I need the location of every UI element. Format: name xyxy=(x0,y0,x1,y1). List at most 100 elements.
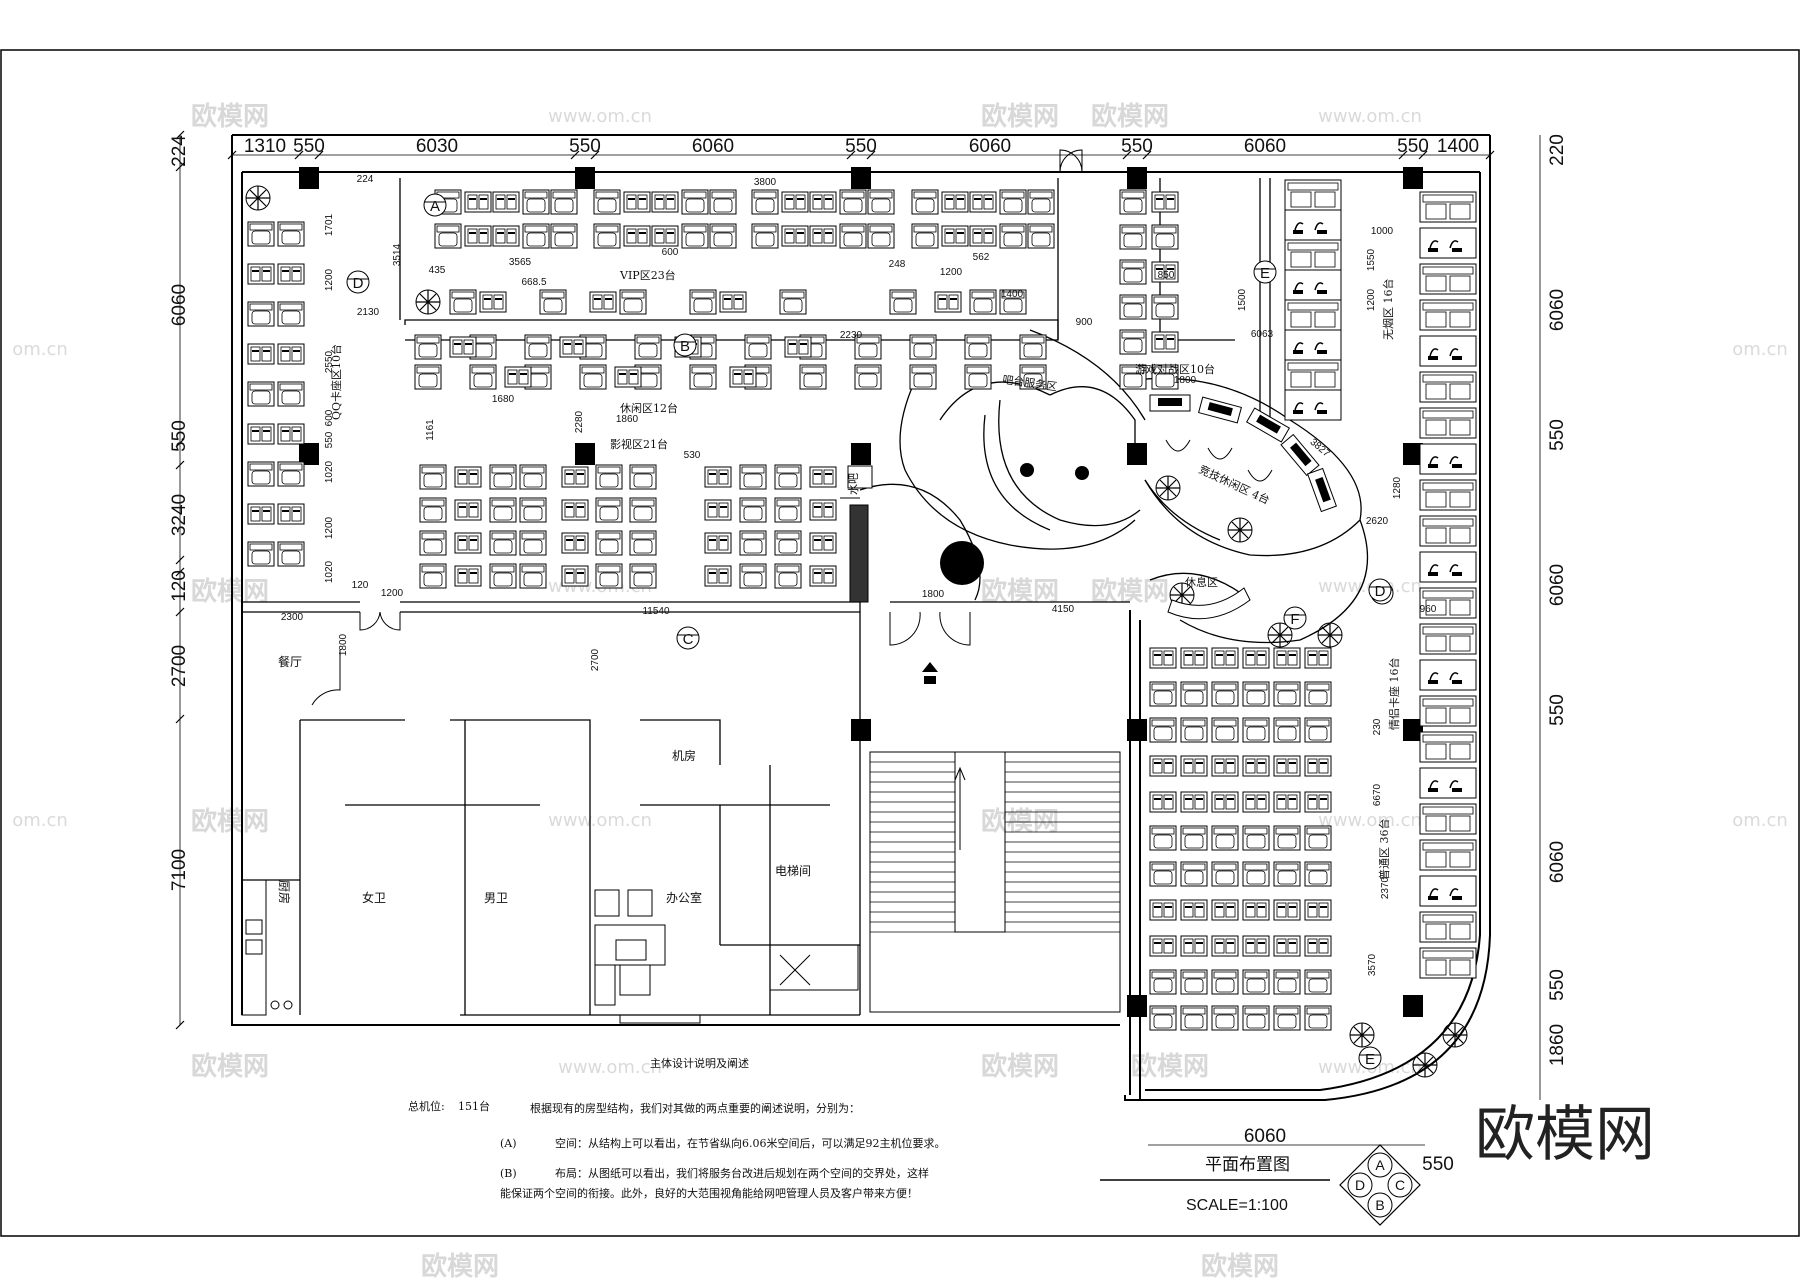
vip-desk xyxy=(969,191,997,213)
leisure-chair xyxy=(524,334,552,360)
left-dimension: 550 xyxy=(169,420,190,452)
doors xyxy=(311,149,1083,706)
normal-chair xyxy=(1211,717,1239,743)
notes-intro: 根据现有的房型结构，我们对其做的两点重要的阐述说明，分别为： xyxy=(530,1101,860,1115)
left-dimension: 224 xyxy=(169,135,190,167)
qq-chair xyxy=(247,541,275,567)
normal-chair xyxy=(1149,861,1177,887)
right-dimension: 550 xyxy=(1547,969,1568,1001)
vip-chair xyxy=(867,223,895,249)
dim-tick xyxy=(1418,150,1428,160)
couple-seat xyxy=(1419,515,1477,547)
couple-seat xyxy=(1419,407,1477,439)
plant-icon xyxy=(1227,517,1253,543)
film-chair xyxy=(489,497,517,523)
normal-chair xyxy=(1149,825,1177,851)
zone-label-vip: VIP区23台 xyxy=(619,268,676,282)
leisure-chair xyxy=(579,364,607,390)
leisure-desk xyxy=(729,366,757,388)
film-desk xyxy=(454,532,482,554)
structural-columns xyxy=(299,167,1423,1017)
vip-chair xyxy=(689,289,717,315)
dim-tick xyxy=(175,438,185,448)
dimension-lines xyxy=(179,135,1541,1146)
game-chair xyxy=(1119,224,1147,250)
vip-desk xyxy=(623,225,651,247)
film-chair xyxy=(595,464,623,490)
leisure-chair xyxy=(964,334,992,360)
vip-desk xyxy=(492,191,520,213)
inner-dimension: 435 xyxy=(429,265,446,276)
couple-seat xyxy=(1419,335,1477,367)
axis-marker: E xyxy=(1253,260,1277,284)
zone-label-game: 游戏对战区10台 xyxy=(1135,362,1215,376)
arena-chair xyxy=(1165,439,1191,452)
right-dimension: 6060 xyxy=(1547,564,1568,606)
vip-chair xyxy=(1027,189,1055,215)
normal-chair xyxy=(1304,861,1332,887)
normal-chair xyxy=(1242,969,1270,995)
left-dimension: 2700 xyxy=(169,645,190,687)
game-chair xyxy=(1119,189,1147,215)
watermark-url: www.om.cn xyxy=(548,810,652,831)
inner-dimension: 1860 xyxy=(616,414,639,425)
normal-desk xyxy=(1211,791,1239,813)
room-label-machine: 机房 xyxy=(672,748,696,763)
film-chair xyxy=(629,530,657,556)
dim-tick xyxy=(1485,150,1495,160)
note-a-label: (A) xyxy=(500,1137,517,1150)
qq-chair xyxy=(277,301,305,327)
inner-dimension: 1280 xyxy=(1392,476,1403,499)
vip-desk xyxy=(623,191,651,213)
inner-dimension: 230 xyxy=(1372,718,1383,735)
plant-icon xyxy=(1442,1022,1468,1048)
top-dimension: 6060 xyxy=(969,136,1011,157)
left-dimension: 6060 xyxy=(169,284,190,326)
normal-chair xyxy=(1180,1005,1208,1031)
arena-station xyxy=(1245,407,1291,443)
entry-arrow-icon xyxy=(922,662,938,684)
film-chair xyxy=(739,464,767,490)
qq-desk xyxy=(277,263,305,285)
arena-monitor xyxy=(1315,477,1331,503)
watermark-layer: 欧模网欧模网欧模网欧模网欧模网欧模网欧模网欧模网欧模网欧模网欧模网欧模网欧模网w… xyxy=(12,101,1788,1282)
inner-dimension: 1000 xyxy=(1371,226,1394,237)
plant-icon xyxy=(1155,475,1181,501)
normal-desk xyxy=(1211,899,1239,921)
room-label-kitchen: 厨房 xyxy=(277,880,292,904)
zone-label-rest: 休息区 xyxy=(1185,575,1218,589)
plant-icon xyxy=(415,289,441,315)
leisure-chair xyxy=(909,334,937,360)
vip-chair xyxy=(839,189,867,215)
inner-dimension: 1161 xyxy=(425,419,436,441)
round-column xyxy=(940,541,984,585)
vip-desk xyxy=(464,191,492,213)
inner-dimension: 1680 xyxy=(492,394,515,405)
normal-chair xyxy=(1304,969,1332,995)
inner-dimension: 562 xyxy=(973,252,990,263)
inner-dimension: 1701 xyxy=(324,213,335,236)
couple-seat xyxy=(1419,659,1477,691)
vip-chair xyxy=(522,189,550,215)
inner-dimension: 6670 xyxy=(1372,783,1383,806)
normal-desk xyxy=(1242,935,1270,957)
normal-chair xyxy=(1180,681,1208,707)
normal-desk xyxy=(1149,755,1177,777)
plant-icon xyxy=(1442,1022,1468,1048)
watermark-url: om.cn xyxy=(12,810,68,831)
vip-desk xyxy=(941,225,969,247)
watermark-text: 欧模网 xyxy=(1131,1051,1209,1082)
qq-desk xyxy=(247,423,275,445)
leisure-chair xyxy=(909,364,937,390)
vip-chair xyxy=(593,189,621,215)
inner-dimension: 1200 xyxy=(1366,288,1377,311)
normal-desk xyxy=(1304,647,1332,669)
normal-desk xyxy=(1149,647,1177,669)
watermark-text: 欧模网 xyxy=(981,1051,1059,1082)
watermark-url: om.cn xyxy=(1732,339,1788,360)
couple-seat xyxy=(1419,263,1477,295)
couple-seat xyxy=(1419,479,1477,511)
vip-desk xyxy=(934,291,962,313)
normal-chair xyxy=(1242,861,1270,887)
